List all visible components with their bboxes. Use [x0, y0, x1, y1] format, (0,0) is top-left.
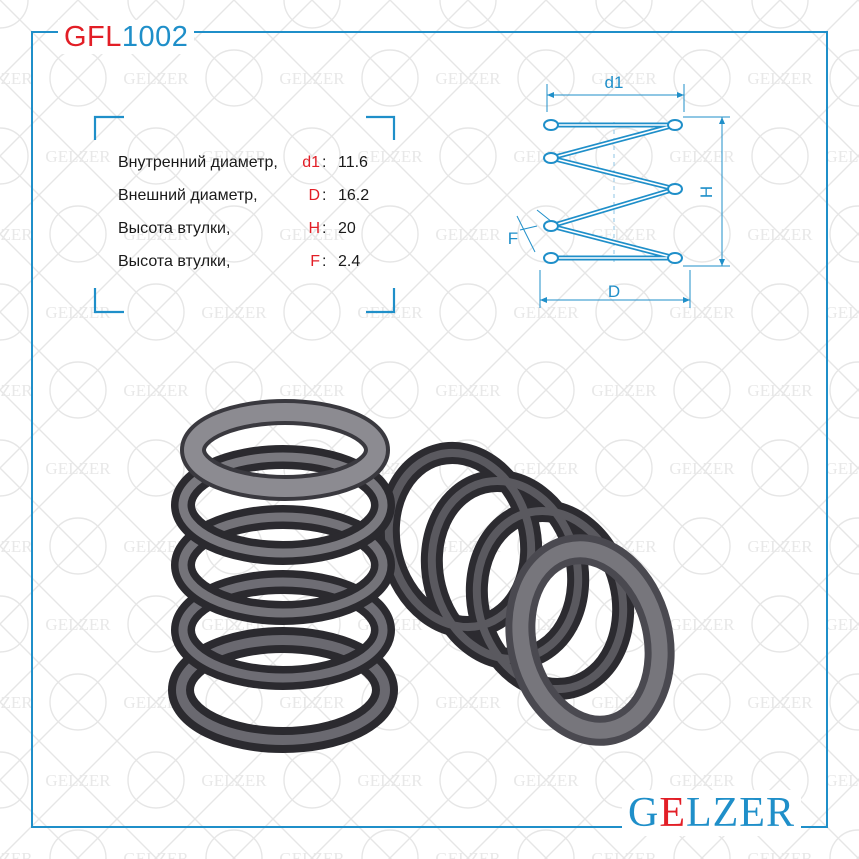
watermark-text: GELZER [825, 147, 859, 166]
watermark-text: GELZER [747, 849, 813, 859]
spec-colon: : [322, 253, 327, 270]
diagram-label-H: H [697, 186, 716, 198]
brand-logo-part: E [659, 790, 686, 836]
product-frame [31, 31, 828, 828]
spring-photo-icon [168, 399, 675, 753]
watermark-text: GELZER [0, 849, 33, 859]
watermark-text: GELZER [45, 459, 111, 478]
watermark-text: GELZER [201, 147, 267, 166]
watermark-text: GELZER [435, 381, 501, 400]
watermark-text: GELZER [0, 693, 33, 712]
watermark-text: GELZER [669, 459, 735, 478]
watermark-text: GELZER [279, 225, 345, 244]
watermark-text: GELZER [825, 303, 859, 322]
watermark-text: GELZER [123, 849, 189, 859]
watermark-text: GELZER [747, 537, 813, 556]
spec-brackets [93, 115, 396, 314]
watermark-text: GELZER [0, 537, 33, 556]
spec-value: 2.4 [338, 253, 361, 270]
spec-colon: : [322, 187, 327, 204]
watermark-text: GELZER [123, 225, 189, 244]
spring-right [377, 441, 675, 746]
spec-symbol: H [308, 220, 320, 237]
spring-diagram-icon: d1 D H F [508, 73, 730, 308]
watermark-text: GELZER [825, 771, 859, 790]
watermark-text: GELZER [201, 303, 267, 322]
watermark-text: GELZER [45, 771, 111, 790]
watermark-text: GELZER [513, 459, 579, 478]
brand-logo: GELZER [622, 790, 801, 836]
product-code-title: GFL1002 [58, 20, 195, 54]
watermark-text: GELZER [0, 381, 33, 400]
watermark-text: GELZER [435, 225, 501, 244]
product-code-number: 1002 [121, 21, 189, 53]
watermark-text: GELZER [513, 303, 579, 322]
watermark-text: GELZER [279, 69, 345, 88]
brand-logo-part: G [628, 790, 660, 836]
brand-logo-part: LZER [686, 790, 795, 836]
watermark-text-layer: GELZERGELZERGELZERGELZERGELZERGELZERGELZ… [0, 69, 859, 859]
spec-value: 20 [338, 220, 356, 237]
spec-value: 11.6 [338, 154, 368, 171]
watermark-text: GELZER [591, 69, 657, 88]
watermark-text: GELZER [435, 69, 501, 88]
spec-label: Высота втулки, [118, 253, 231, 270]
watermark-text: GELZER [825, 459, 859, 478]
spec-colon: : [322, 220, 327, 237]
spec-value: 16.2 [338, 187, 370, 204]
watermark-text: GELZER [669, 771, 735, 790]
diagram-label-D: D [608, 282, 620, 301]
spec-symbol: D [308, 187, 320, 204]
spec-label: Высота втулки, [118, 220, 231, 237]
watermark-text: GELZER [0, 225, 33, 244]
watermark-text: GELZER [357, 147, 423, 166]
watermark-text: GELZER [747, 693, 813, 712]
watermark-text: GELZER [123, 381, 189, 400]
watermark-text: GELZER [669, 147, 735, 166]
product-code-prefix: GFL [64, 21, 122, 53]
spec-symbol: F [310, 253, 320, 270]
watermark-text: GELZER [201, 771, 267, 790]
spec-colon: : [322, 154, 327, 171]
watermark-text: GELZER [591, 381, 657, 400]
watermark-text: GELZER [279, 849, 345, 859]
watermark-text: GELZER [357, 771, 423, 790]
watermark-text: GELZER [123, 69, 189, 88]
watermark-text: GELZER [747, 225, 813, 244]
spec-label: Внешний диаметр, [118, 187, 258, 204]
watermark-text: GELZER [435, 693, 501, 712]
spec-symbol: d1 [302, 154, 320, 171]
watermark-text: GELZER [669, 615, 735, 634]
watermark-text: GELZER [591, 849, 657, 859]
watermark-text: GELZER [435, 849, 501, 859]
watermark-text: GELZER [45, 615, 111, 634]
watermark-text: GELZER [0, 69, 33, 88]
diagram-label-F: F [508, 229, 518, 248]
spring-left [168, 399, 398, 753]
watermark-text: GELZER [279, 381, 345, 400]
watermark-text: GELZER [669, 303, 735, 322]
spec-label: Внутренний диаметр, [118, 154, 278, 171]
watermark-text: GELZER [747, 381, 813, 400]
watermark-text: GELZER [825, 615, 859, 634]
diagram-label-d1: d1 [605, 73, 624, 92]
watermark-text: GELZER [45, 147, 111, 166]
watermark-text: GELZER [123, 537, 189, 556]
watermark-text: GELZER [279, 693, 345, 712]
watermark-text: GELZER [747, 69, 813, 88]
watermark-text: GELZER [513, 771, 579, 790]
